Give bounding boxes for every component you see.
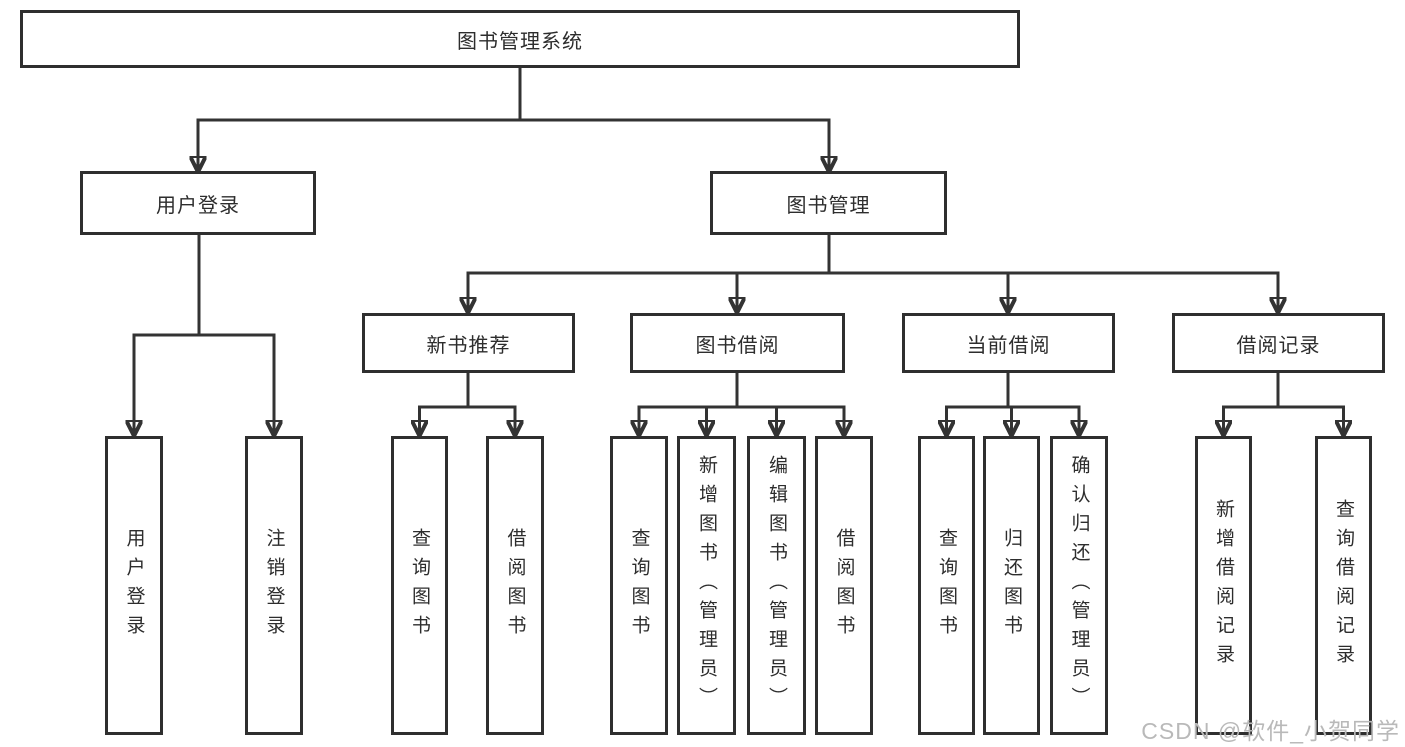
node-book-management: 图书管理 [710, 171, 947, 235]
node-library-management-system: 图书管理系统 [20, 10, 1020, 68]
connector-new-book-children [420, 371, 516, 432]
connector-root-to-level2 [198, 68, 829, 168]
node-current-borrowing: 当前借阅 [902, 313, 1115, 373]
leaf-current-confirm-return-admin: 确认归还（管理员） [1050, 436, 1108, 735]
node-user-login: 用户登录 [80, 171, 316, 235]
node-borrowing-records: 借阅记录 [1172, 313, 1385, 373]
leaf-borrowing-edit-books-admin: 编辑图书（管理员） [747, 436, 806, 735]
leaf-borrowing-add-books-admin: 新增图书（管理员） [677, 436, 736, 735]
leaf-newbook-query-books: 查询图书 [391, 436, 448, 735]
leaf-records-add-borrow-record: 新增借阅记录 [1195, 436, 1252, 735]
leaf-logout: 注销登录 [245, 436, 303, 735]
leaf-newbook-borrow-books: 借阅图书 [486, 436, 544, 735]
leaf-borrowing-query-books: 查询图书 [610, 436, 668, 735]
connector-current-borrow-children [947, 371, 1080, 432]
node-new-book-recommendation: 新书推荐 [362, 313, 575, 373]
connector-book-mgmt-children [468, 233, 1278, 309]
leaf-borrowing-borrow-books: 借阅图书 [815, 436, 873, 735]
leaf-user-login: 用户登录 [105, 436, 163, 735]
leaf-current-return-books: 归还图书 [983, 436, 1040, 735]
connector-borrow-records-children [1224, 371, 1344, 432]
leaf-current-query-books: 查询图书 [918, 436, 975, 735]
connector-user-login-children [134, 233, 274, 432]
node-book-borrowing: 图书借阅 [630, 313, 845, 373]
leaf-records-query-borrow-record: 查询借阅记录 [1315, 436, 1372, 735]
csdn-watermark: CSDN @软件_小贺同学 [1141, 718, 1400, 744]
connector-book-borrow-children [639, 371, 844, 432]
